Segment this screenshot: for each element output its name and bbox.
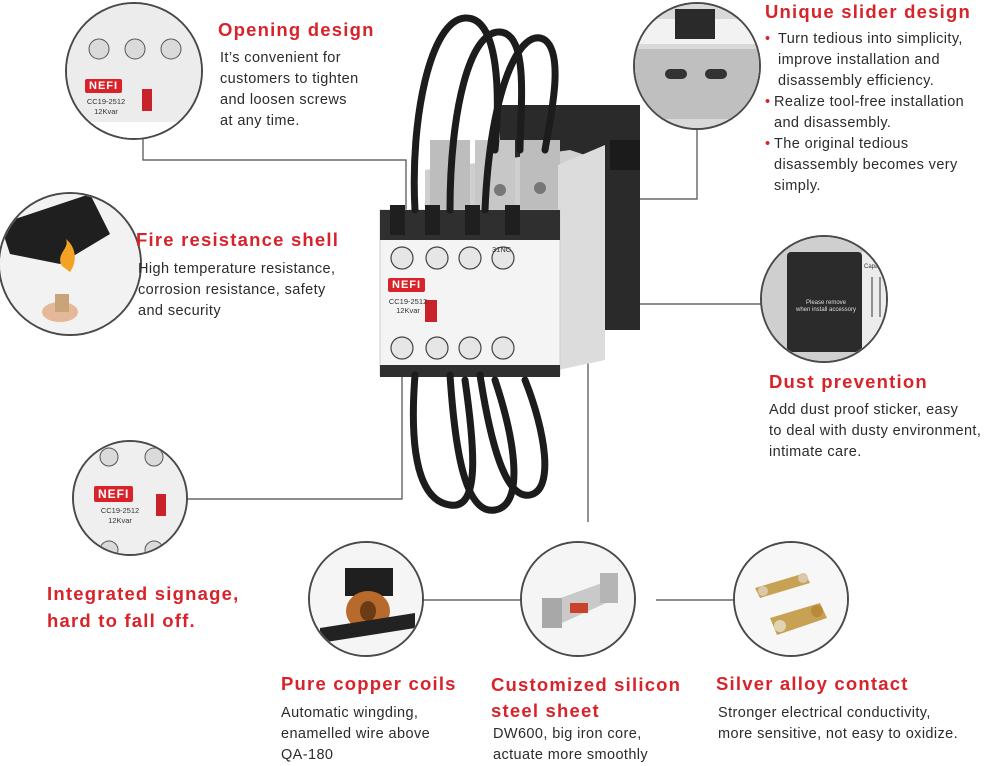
connector-slider (626, 125, 698, 200)
dust-sticker-text: Please remove when install accessory (790, 300, 862, 314)
signage-title-line: Integrated signage, (47, 583, 240, 604)
copper-coils-description: Automatic wingding, enamelled wire above… (281, 703, 430, 766)
slider-bullet-line: Turn tedious into simplicity, (778, 31, 963, 47)
product-model-label: CC19-2512 (388, 297, 428, 306)
steel-sheet-detail-image (520, 541, 636, 657)
coils-line: Automatic wingding, (281, 705, 419, 721)
opening-design-description: It’s convenient for customers to tighten… (220, 48, 359, 132)
fire-line: High temperature resistance, (138, 261, 336, 277)
dust-prevention-description: Add dust proof sticker, easy to deal wit… (769, 400, 981, 463)
coils-line: enamelled wire above (281, 726, 431, 742)
opening-design-detail-image: NEFI CC19-2512 12Kvar (65, 2, 203, 140)
signage-model-label: CC19-2512 (100, 506, 140, 515)
steel-title-line: Customized silicon (491, 674, 682, 695)
slider-description: • Turn tedious into simplicity, improve … (765, 29, 964, 197)
product-rating-label: 12Kvar (396, 306, 420, 315)
dust-prevention-detail-image: Please remove when install accessory Cap… (760, 235, 888, 363)
slider-bullet: • Realize tool-free installation and dis… (765, 92, 964, 134)
fire-resistance-detail-image (0, 192, 142, 336)
dust-sticker-line: Please remove (805, 300, 847, 306)
dust-prevention-title: Dust prevention (769, 371, 928, 392)
steel-sheet-title: Customized silicon steel sheet (491, 672, 681, 724)
dust-sticker-line: when install accessory (795, 307, 857, 313)
product-brand-badge: NEFI (388, 278, 426, 292)
signage-title: Integrated signage, hard to fall off. (47, 580, 239, 634)
opening-design-title: Opening design (218, 19, 375, 40)
steel-sheet-description: DW600, big iron core, actuate more smoot… (493, 724, 648, 766)
silver-contact-title: Silver alloy contact (716, 673, 909, 694)
coils-line: QA-180 (281, 747, 334, 763)
signage-detail-image: NEFI CC19-2512 12Kvar (72, 440, 188, 556)
opening-model-label: CC19-2512 (86, 97, 126, 106)
slider-bullet-line: The original tedious (774, 136, 909, 152)
slider-bullet-line: disassembly becomes very (774, 157, 958, 173)
steel-line: actuate more smoothly (493, 747, 649, 763)
signage-title-line: hard to fall off. (47, 610, 196, 631)
silver-line: Stronger electrical conductivity, (718, 705, 931, 721)
product-nc-bottom: 32NC (492, 364, 512, 373)
slider-bullet: • Turn tedious into simplicity, improve … (765, 29, 964, 92)
slider-bullet-line: improve installation and (778, 52, 940, 68)
contactor-product-image (379, 14, 640, 514)
opening-line: customers to tighten (220, 71, 359, 87)
steel-line: DW600, big iron core, (493, 726, 642, 742)
dust-line: intimate care. (769, 444, 862, 460)
slider-bullet-line: and disassembly. (774, 115, 892, 131)
slider-bullet-line: Realize tool-free installation (774, 94, 965, 110)
opening-rating-label: 12Kvar (94, 107, 118, 116)
slider-title: Unique slider design (765, 1, 971, 22)
fire-resistance-title: Fire resistance shell (136, 229, 340, 250)
connector-opening (142, 128, 407, 256)
signage-rating-label: 12Kvar (108, 516, 132, 525)
slider-detail-image (633, 2, 761, 130)
copper-coils-detail-image (308, 541, 424, 657)
fire-line: corrosion resistance, safety (138, 282, 326, 298)
silver-contact-description: Stronger electrical conductivity, more s… (718, 703, 958, 745)
opening-brand-badge: NEFI (85, 79, 123, 93)
fire-line: and security (138, 303, 221, 319)
dust-sticker-header: Capa (864, 264, 879, 270)
opening-line: and loosen screws (220, 92, 347, 108)
dust-line: to deal with dusty environment, (769, 423, 982, 439)
copper-coils-title: Pure copper coils (281, 673, 457, 694)
signage-brand-badge: NEFI (94, 486, 134, 502)
silver-line: more sensitive, not easy to oxidize. (718, 726, 959, 742)
steel-title-line: steel sheet (491, 700, 600, 721)
dust-line: Add dust proof sticker, easy (769, 402, 959, 418)
slider-bullet: • The original tedious disassembly becom… (765, 134, 964, 197)
product-nc-top: 31NC (492, 245, 512, 254)
silver-contact-detail-image (733, 541, 849, 657)
opening-line: It’s convenient for (220, 50, 341, 66)
slider-bullet-line: disassembly efficiency. (778, 73, 935, 89)
slider-bullet-line: simply. (774, 178, 821, 194)
opening-line: at any time. (220, 113, 300, 129)
fire-resistance-description: High temperature resistance, corrosion r… (138, 259, 335, 322)
